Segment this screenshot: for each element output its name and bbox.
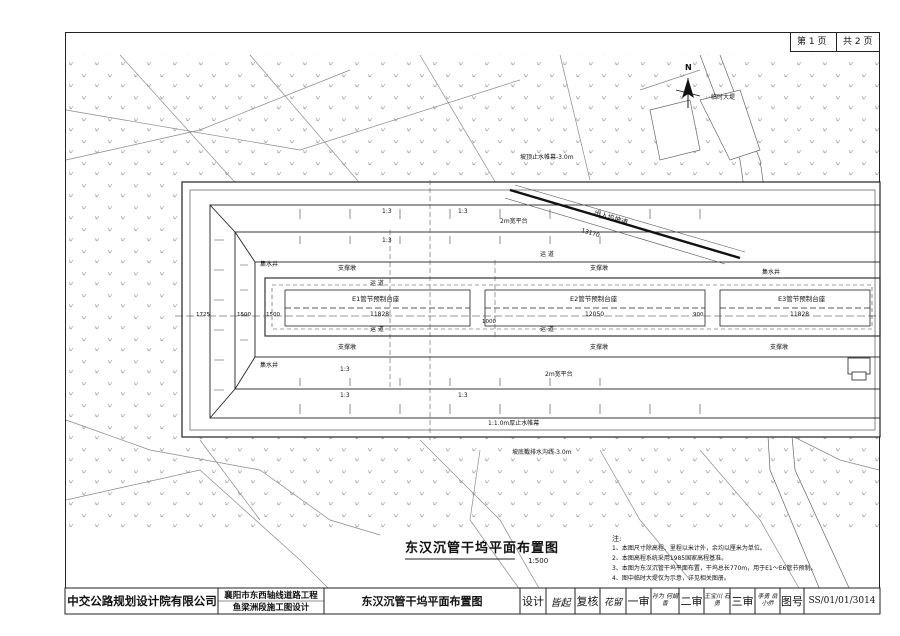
notes-header: 注: — [612, 535, 622, 543]
check3-label: 三审 — [731, 595, 754, 608]
slope-ticks — [214, 209, 701, 414]
company-name: 中交公路规划设计院有限公司 — [67, 594, 217, 608]
e3-pedestal: E3管节预制台座 — [778, 295, 826, 303]
branch-right: 支撑墩 — [770, 344, 789, 351]
e2-pedestal: E2管节预制台座 — [570, 295, 618, 303]
title-block-frame — [64, 587, 881, 615]
drawing-name: 东汉沉管干坞平面布置图 — [361, 595, 483, 608]
slope-ratio: 1:3 — [458, 208, 468, 215]
note-line: 3、本图为东汉沉管干坞平面布置，干坞总长770m，用于E1～E6管节预制。 — [612, 565, 817, 572]
notes-block: 注: 1、本图尺寸除高程、里程以米计外，余均以厘米为单位。 2、本图高程系统采用… — [612, 536, 874, 582]
design-signature: 皆起 — [550, 597, 571, 609]
check1-signature: 孙为 何娟香 — [652, 593, 678, 607]
total-pages: 共 2 页 — [843, 37, 873, 47]
sumps — [847, 357, 871, 381]
dim-1725: 1725 — [196, 312, 210, 318]
check3-signature: 李勇 岳小侨 — [757, 593, 778, 607]
north-label: N — [685, 63, 692, 72]
platform-top: 2m宽平台 — [500, 218, 528, 225]
road-top: 运 道 — [370, 280, 384, 287]
bottom-stop: 1:1.0m厚止水帷幕 — [488, 420, 540, 427]
check2-signature: 王宝川 石勇 — [704, 593, 730, 607]
branch-bot: 支撑墩 — [338, 344, 357, 351]
branch-bot-r: 支撑墩 — [590, 344, 609, 351]
branch-top-r: 支撑墩 — [590, 265, 609, 272]
right-water: 集水井 — [762, 269, 781, 276]
place-label: 临时大堤 — [711, 94, 736, 101]
note-line: 1、本图尺寸除高程、里程以米计外，余均以厘米为单位。 — [612, 545, 766, 552]
dim-900: 900 — [693, 312, 704, 318]
e3-length: 11828 — [790, 311, 810, 318]
drawing-scale: 1:500 — [528, 557, 549, 565]
road-bot-r: 运 道 — [540, 326, 554, 333]
note-line: 4、图中临时大堤仅为示意，详见相关图册。 — [612, 575, 730, 582]
note-line: 2、本图高程系统采用1985国家高程基准。 — [612, 555, 728, 562]
dim-1500b: 1500 — [266, 312, 280, 318]
slope-ratio: 1:3 — [340, 366, 350, 373]
branch-top: 支撑墩 — [338, 265, 357, 272]
number-label: 图号 — [781, 595, 803, 608]
dim-1500: 1500 — [237, 312, 251, 318]
slope-ratio: 1:3 — [458, 392, 468, 399]
section-lines — [389, 180, 496, 440]
slope-ratio: 1:3 — [382, 208, 392, 215]
drawing-number: SS/01/01/3014 — [808, 596, 876, 606]
left-water-top: 集水井 — [260, 261, 279, 268]
page-number: 第 1 页 — [797, 37, 827, 47]
check2-label: 二审 — [680, 595, 703, 608]
e1-pedestal: E1管节预制台座 — [352, 295, 400, 303]
cofferdam-outer-boundary — [181, 181, 881, 438]
prefab-pedestals — [284, 289, 871, 327]
project-name-line2: 鱼梁洲段施工图设计 — [232, 603, 310, 613]
drawing-title: 东汉沉管干坞平面布置图 — [405, 541, 560, 556]
slope-ratio: 1:3 — [382, 237, 392, 244]
slope-ratio: 1:3 — [340, 392, 350, 399]
check1-label: 一审 — [627, 595, 650, 608]
north-arrow — [675, 78, 701, 108]
left-water-bot: 集水井 — [260, 362, 279, 369]
e1-length: 11828 — [370, 311, 390, 318]
access-ramp — [509, 188, 741, 260]
project-name-line1: 襄阳市东西轴线道路工程 — [224, 591, 318, 601]
dim-1000: 1000 — [482, 319, 496, 325]
ramp-edges — [504, 184, 746, 265]
top-note: 坡顶止水帷幕-3.0m — [520, 154, 574, 161]
platform-bot: 2m宽平台 — [545, 371, 573, 378]
bottom-note: 坡底截排水沟线-3.0m — [512, 449, 572, 456]
road-bot: 运 道 — [370, 326, 384, 333]
page-counter: 第 1 页 共 2 页 — [790, 32, 880, 52]
design-label: 设计 — [522, 595, 544, 608]
e2-length: 12050 — [585, 311, 605, 318]
review-signature: 花留 — [603, 597, 622, 608]
road-top-r: 运 道 — [540, 251, 554, 258]
review-label: 复核 — [576, 595, 599, 608]
dock-basin — [264, 277, 881, 337]
